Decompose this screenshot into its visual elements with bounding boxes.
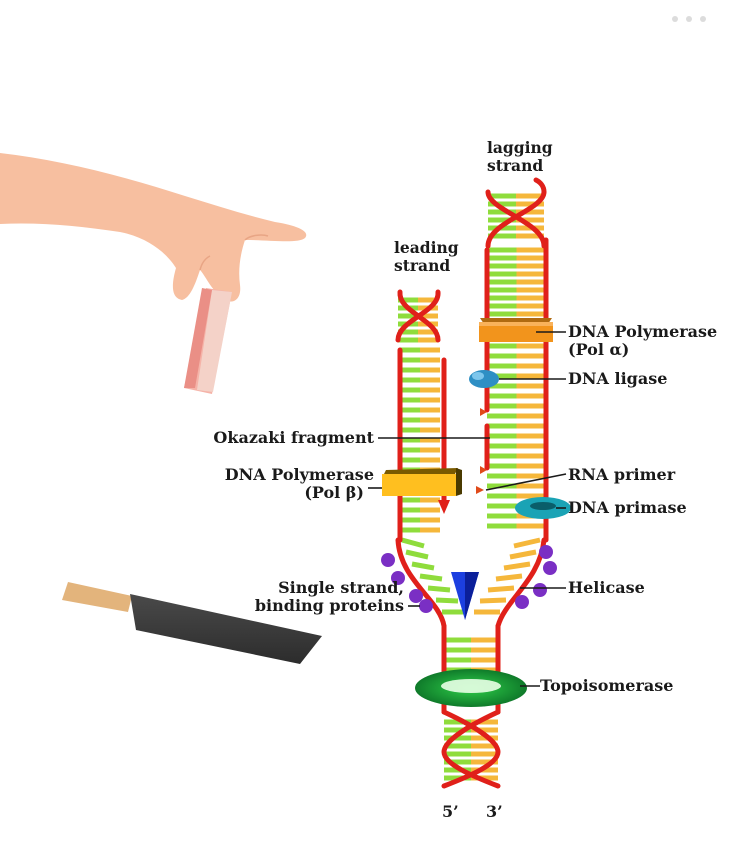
- ssb-protein-icon: [543, 561, 557, 575]
- more-dots-icon: [672, 16, 678, 22]
- three-prime-label: 3’: [486, 802, 503, 821]
- backbone-strand: [397, 289, 441, 343]
- primase-label: DNA primase: [568, 498, 687, 517]
- leader-lines: [368, 331, 567, 687]
- single-strand-binding-proteins: [381, 545, 557, 613]
- ligase-icon: [469, 370, 499, 388]
- base-pair: [509, 549, 537, 560]
- ssb-protein-icon: [409, 589, 423, 603]
- lagging-strand-label-line1: lagging: [487, 138, 553, 157]
- polymerase-beta-block: [382, 468, 462, 496]
- ssb-protein-icon: [381, 553, 395, 567]
- polymerase-beta-label-line2: (Pol β): [304, 483, 364, 502]
- more-dots-icon: [700, 16, 706, 22]
- base-pair: [513, 537, 541, 549]
- topoisomerase-ring-icon: [415, 669, 527, 707]
- polymerase-alpha-label-line2: (Pol α): [568, 340, 629, 359]
- leading-strand-label-line2: strand: [394, 256, 450, 275]
- base-pair: [495, 573, 523, 582]
- base-pair: [419, 573, 443, 582]
- backbone-strand: [395, 537, 447, 629]
- base-pair: [479, 597, 507, 604]
- topoisomerase-label: Topoisomerase: [540, 676, 673, 695]
- polymerase-alpha-block: [479, 318, 553, 342]
- more-dots-icon: [686, 16, 692, 22]
- more-options-menu[interactable]: [672, 12, 720, 26]
- base-pair: [435, 597, 459, 604]
- backbone-strand: [441, 709, 501, 789]
- helicase-wedge-icon: [451, 572, 479, 620]
- ssb-label-line2: binding proteins: [255, 596, 404, 615]
- ssb-protein-icon: [539, 545, 553, 559]
- ssb-protein-icon: [533, 583, 547, 597]
- okazaki-fragment-label: Okazaki fragment: [213, 428, 374, 447]
- backbone-strand: [533, 177, 547, 195]
- ssb-protein-icon: [391, 571, 405, 585]
- backbone-strand: [485, 189, 547, 249]
- rna-primer-marks: [476, 408, 487, 494]
- ssb-protein-icon: [515, 595, 529, 609]
- five-prime-label: 5’: [442, 802, 459, 821]
- base-pair: [405, 549, 429, 560]
- base-pair: [411, 561, 435, 571]
- leading-strand-label-line1: leading: [394, 238, 459, 257]
- ssb-label-line1: Single strand,: [278, 578, 404, 597]
- leading-strand-arrowhead: [438, 500, 450, 514]
- backbone-strand: [441, 709, 501, 789]
- ligase-label: DNA ligase: [568, 369, 667, 388]
- lagging-strand-label-line2: strand: [487, 156, 543, 175]
- base-pair: [401, 537, 425, 549]
- ssb-protein-icon: [419, 599, 433, 613]
- base-pair: [503, 561, 531, 571]
- base-pair: [427, 585, 451, 593]
- polymerase-beta-label-line1: DNA Polymerase: [225, 465, 374, 484]
- helicase-label: Helicase: [568, 578, 645, 597]
- pointing-hand-icon: [0, 153, 307, 302]
- primase-ring-icon: [515, 497, 571, 519]
- knife-icon: [62, 582, 322, 664]
- base-pair: [487, 585, 515, 593]
- rna-primer-label: RNA primer: [568, 465, 676, 484]
- polymerase-alpha-label-line1: DNA Polymerase: [568, 322, 717, 341]
- ribbon-strip-icon: [184, 288, 232, 394]
